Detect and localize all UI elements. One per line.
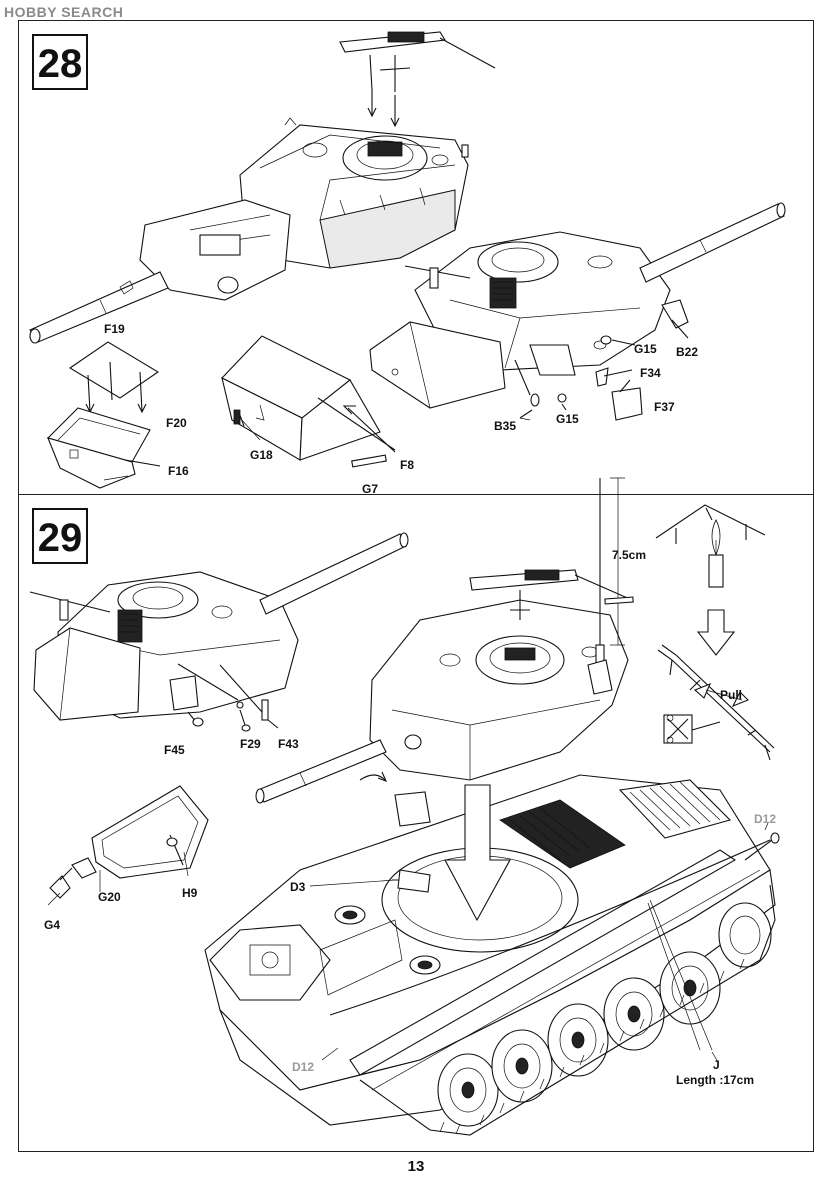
- page-number: 13: [407, 1158, 425, 1175]
- storage-box-left: [46, 341, 161, 489]
- candle-icon: [708, 519, 724, 588]
- arrow-down-icon: [696, 609, 736, 656]
- storage-box-right: [221, 335, 396, 468]
- label-g15-upper: G15: [634, 342, 657, 356]
- label-b22: B22: [676, 345, 699, 359]
- label-g15-lower: G15: [556, 412, 579, 426]
- label-d3: D3: [290, 880, 306, 894]
- label-antenna-length: 7.5cm: [612, 548, 647, 562]
- label-d12-front: D12: [292, 1060, 315, 1074]
- hatch-parts: [49, 785, 209, 899]
- scissors-icon: [663, 714, 721, 744]
- leader-lines: [47, 417, 769, 1063]
- turret-left-step29: [29, 532, 409, 732]
- label-f37: F37: [654, 400, 675, 414]
- label-j: J: [713, 1058, 720, 1072]
- label-f8: F8: [400, 458, 415, 472]
- label-cable-length: Length :17cm: [676, 1073, 755, 1087]
- label-g20: G20: [98, 890, 121, 904]
- label-f45: F45: [164, 743, 185, 757]
- step-divider: [18, 494, 814, 495]
- label-f29: F29: [240, 737, 261, 751]
- step-28-number: 28: [32, 34, 88, 90]
- label-f34: F34: [640, 366, 661, 380]
- tank-hull: [204, 477, 780, 1136]
- label-f16: F16: [168, 464, 189, 478]
- label-g7: G7: [362, 482, 379, 496]
- page-frame: [18, 20, 814, 1152]
- label-pull: Pull: [720, 688, 743, 702]
- step-29-number: 29: [32, 508, 88, 564]
- label-g4: G4: [44, 918, 61, 932]
- stretch-sprue-diagram: [655, 504, 775, 761]
- label-f20: F20: [166, 416, 187, 430]
- label-b35: B35: [494, 419, 517, 433]
- label-h9: H9: [182, 886, 198, 900]
- turret-right-step28: [369, 202, 786, 421]
- turret-left-step28: [29, 31, 496, 344]
- label-d12-rear: D12: [754, 812, 777, 826]
- label-f19: F19: [104, 322, 125, 336]
- label-f43: F43: [278, 737, 299, 751]
- watermark: HOBBY SEARCH: [4, 4, 124, 20]
- label-g18: G18: [250, 448, 273, 462]
